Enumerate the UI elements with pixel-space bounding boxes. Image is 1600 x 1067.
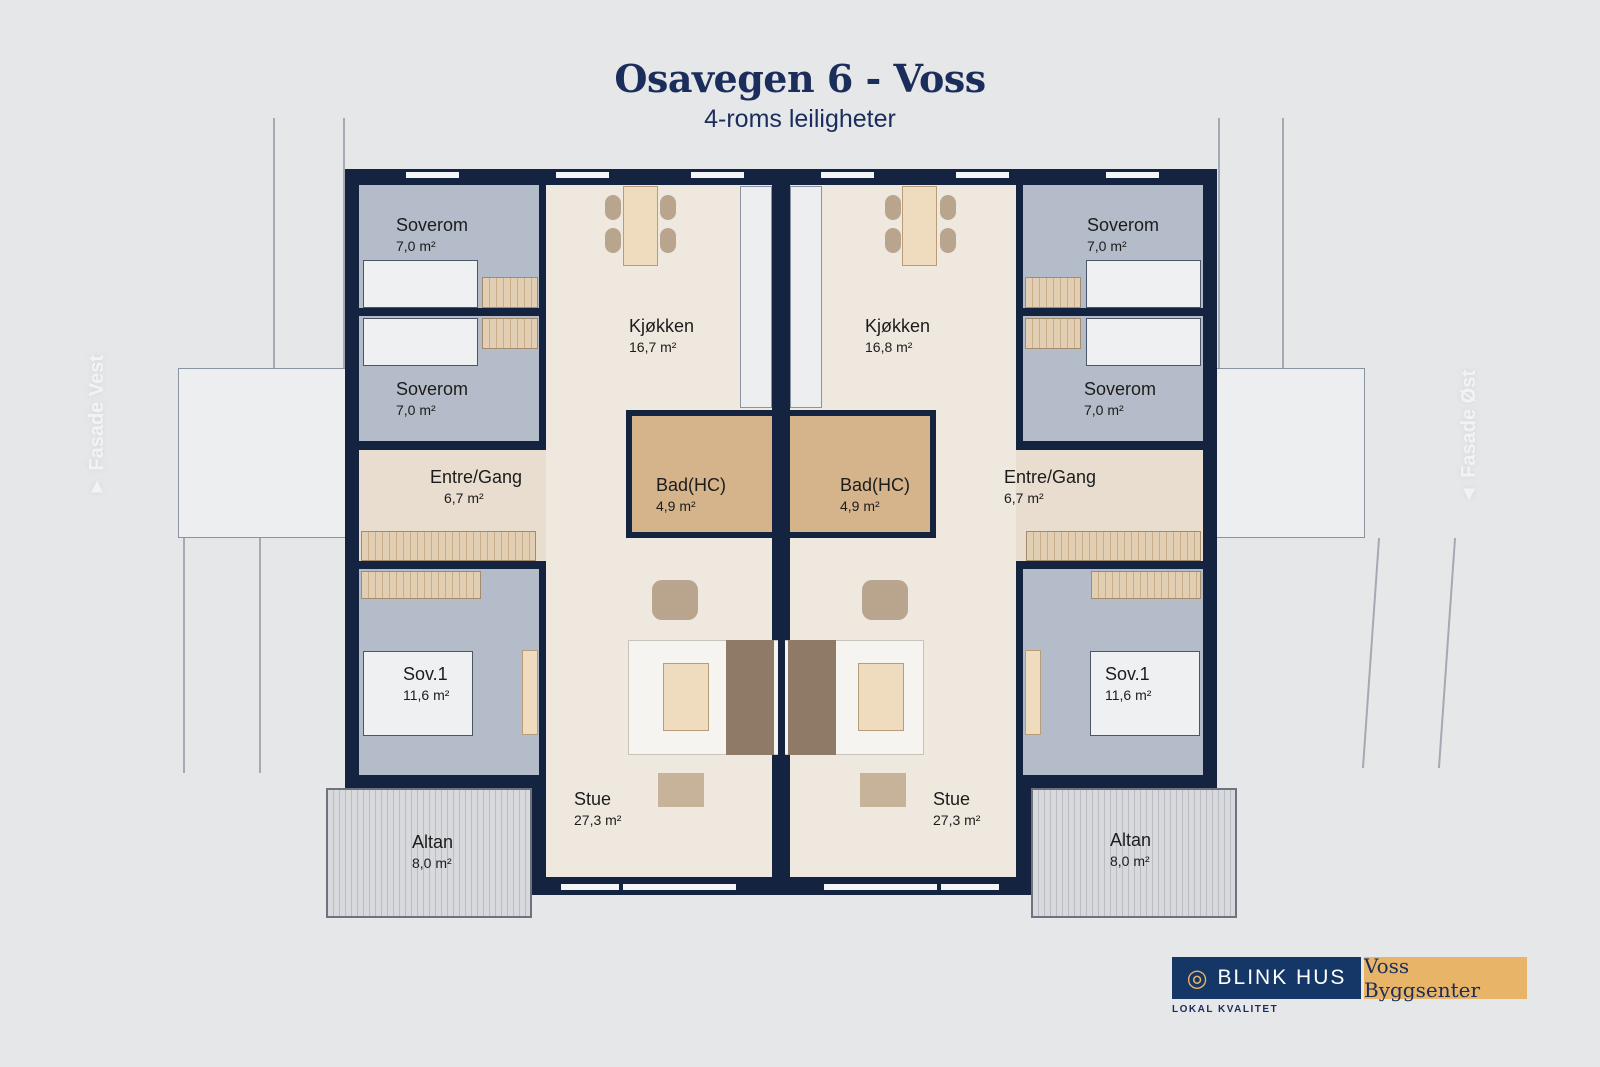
- room-left-bath: [626, 410, 778, 538]
- desk-icon: [1025, 650, 1041, 735]
- ottoman-icon: [860, 773, 906, 807]
- chair-icon: [660, 228, 676, 253]
- spiral-icon: ◎: [1186, 964, 1210, 992]
- sofa-icon: [788, 640, 836, 755]
- room-label: Bad(HC)4,9 m²: [656, 475, 727, 514]
- voss-byggsenter-logo: Voss Byggsenter: [1364, 954, 1527, 1002]
- wardrobe-icon: [1091, 571, 1201, 599]
- chair-icon: [660, 195, 676, 220]
- kitchen-counter-icon: [740, 186, 772, 408]
- dining-table-icon: [902, 186, 937, 266]
- facade-east-label: ▲ Fasade Øst: [1458, 370, 1480, 506]
- chair-icon: [940, 228, 956, 253]
- ottoman-icon: [658, 773, 704, 807]
- window: [940, 883, 1000, 891]
- wardrobe-icon: [1025, 318, 1081, 349]
- coffee-table-icon: [858, 663, 904, 731]
- room-left-kitchen: [546, 185, 772, 450]
- wardrobe-icon: [361, 531, 536, 561]
- path-east: [1218, 118, 1284, 368]
- armchair-icon: [652, 580, 698, 620]
- bed-icon: [363, 318, 478, 366]
- bed-icon: [1086, 260, 1201, 308]
- window: [560, 883, 620, 891]
- window: [823, 883, 938, 891]
- entry-deck-east: [1215, 368, 1365, 538]
- ramp-east: [1361, 538, 1457, 768]
- window: [555, 171, 610, 179]
- balcony-right: [1031, 788, 1237, 918]
- window: [955, 171, 1010, 179]
- coffee-table-icon: [663, 663, 709, 731]
- double-bed-icon: [1090, 651, 1200, 736]
- window: [820, 171, 875, 179]
- brand-name: BLINK HUS: [1217, 966, 1347, 989]
- window: [622, 883, 737, 891]
- armchair-icon: [862, 580, 908, 620]
- dining-table-icon: [623, 186, 658, 266]
- desk-icon: [522, 650, 538, 735]
- wardrobe-icon: [361, 571, 481, 599]
- window: [405, 171, 460, 179]
- chair-icon: [605, 228, 621, 253]
- room-right-bath: [784, 410, 936, 538]
- wardrobe-icon: [1026, 531, 1201, 561]
- blink-hus-logo: ◎ BLINK HUS: [1172, 957, 1361, 999]
- ramp-west: [183, 538, 261, 773]
- chair-icon: [605, 195, 621, 220]
- kitchen-counter-icon: [790, 186, 822, 408]
- page-subtitle: 4-roms leiligheter: [704, 105, 896, 133]
- path-west: [273, 118, 345, 368]
- page-title: Osavegen 6 - Voss: [614, 56, 986, 101]
- room-label: Bad(HC)4,9 m²: [840, 475, 911, 514]
- window: [1105, 171, 1160, 179]
- wardrobe-icon: [482, 318, 538, 349]
- chair-icon: [885, 195, 901, 220]
- facade-west-label: ▼ Fasade Vest: [86, 355, 108, 499]
- chair-icon: [940, 195, 956, 220]
- wall: [1016, 185, 1023, 450]
- bed-icon: [1086, 318, 1201, 366]
- balcony-left: [326, 788, 532, 918]
- wardrobe-icon: [482, 277, 538, 308]
- brand-tagline: LOKAL KVALITET: [1172, 1004, 1279, 1015]
- sofa-icon: [726, 640, 774, 755]
- double-bed-icon: [363, 651, 473, 736]
- wall: [539, 185, 546, 450]
- wall: [1016, 561, 1023, 877]
- wall: [539, 561, 546, 877]
- party-wall: [778, 185, 785, 877]
- wardrobe-icon: [1025, 277, 1081, 308]
- entry-deck-west: [178, 368, 348, 538]
- chair-icon: [885, 228, 901, 253]
- window: [690, 171, 745, 179]
- bed-icon: [363, 260, 478, 308]
